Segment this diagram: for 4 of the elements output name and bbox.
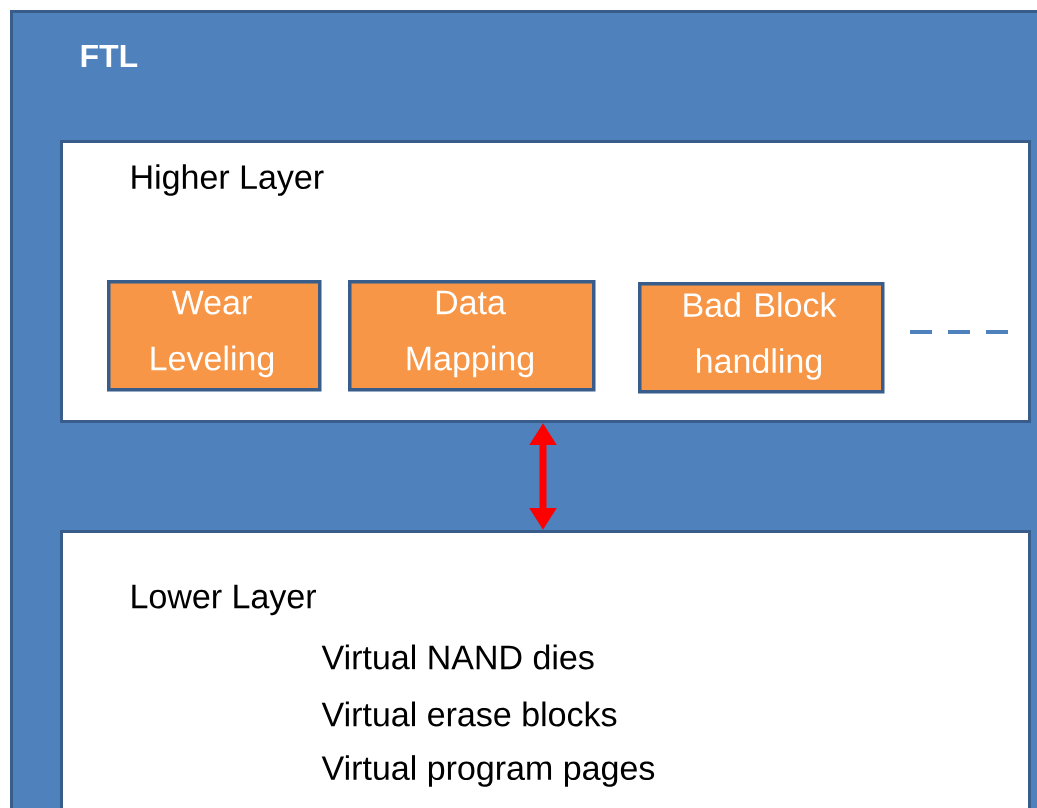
layer-box: Lower Layer Virtual NAND dies Virtual erase blocks Virtual program pages: [60, 530, 1031, 808]
module-box: Bad Block handling: [638, 282, 885, 394]
module-box: Data Mapping: [348, 280, 596, 392]
module-box: Wear Leveling: [107, 280, 322, 392]
